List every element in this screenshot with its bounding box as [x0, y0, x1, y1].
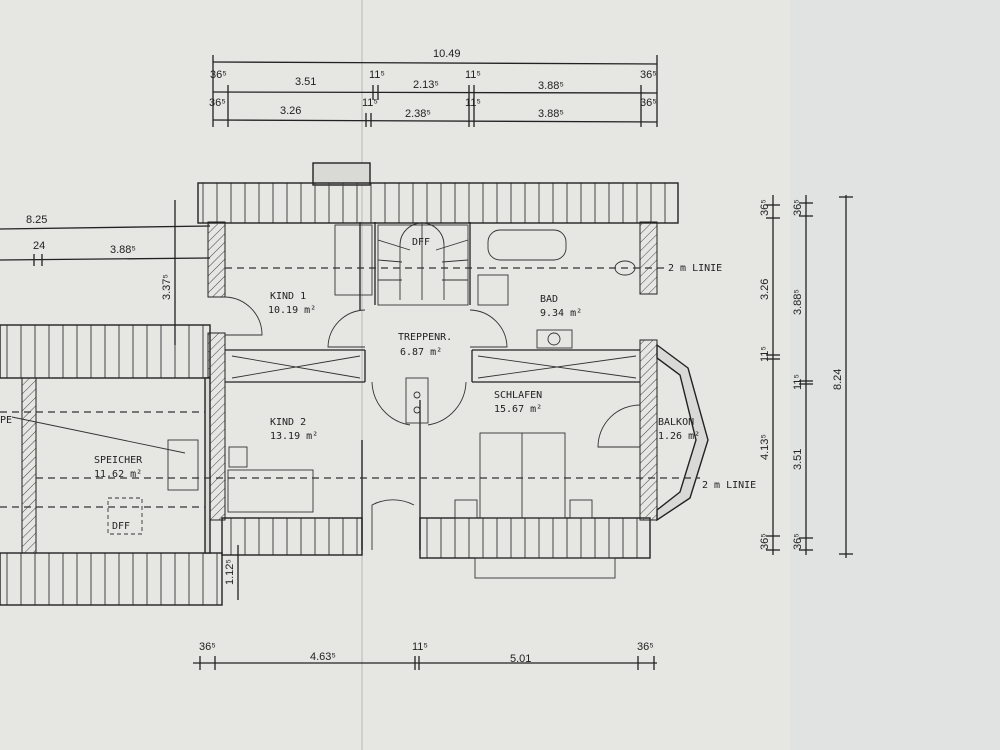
dim-label: 11⁵ — [412, 641, 428, 653]
bottom-dimensions: 36⁵ 4.63⁵ 11⁵ 5.01 36⁵ — [193, 641, 657, 670]
dim-label: 1.12⁵ — [224, 559, 236, 585]
bathtub-icon — [487, 229, 567, 261]
pe-label: PE — [0, 415, 12, 426]
room-area-kind2: 13.19 m² — [270, 431, 318, 442]
doors-and-fixtures — [107, 222, 709, 579]
dim-label: 36⁵ — [640, 69, 657, 81]
dim-label: 11⁵ — [792, 374, 804, 390]
dim-label: 3.26 — [280, 105, 301, 117]
bed-icon — [479, 432, 566, 519]
dim-total-depth: 8.24 — [832, 369, 844, 390]
room-area-kind1: 10.19 m² — [268, 305, 316, 316]
dff-label: DFF — [112, 521, 130, 532]
dim-label: 11⁵ — [465, 97, 481, 109]
dim-label: 36⁵ — [640, 97, 657, 109]
right-dimensions: 36⁵ 3.26 11⁵ 4.13⁵ 36⁵ 36⁵ 3.88⁵ 11⁵ 3.5… — [759, 195, 853, 558]
dim-label: 5.01 — [510, 653, 531, 665]
dim-label: 3.26 — [759, 279, 771, 300]
dim-label: 4.63⁵ — [310, 651, 336, 663]
room-name-bad: BAD — [540, 294, 558, 305]
balcony-rail — [656, 343, 709, 522]
speicher-hatch — [167, 439, 199, 491]
dim-label: 3.37⁵ — [161, 274, 173, 300]
room-name-balkon: BALKON — [658, 417, 694, 428]
dim-total-width: 10.49 — [433, 48, 461, 60]
staircase — [377, 222, 469, 306]
dim-label: 36⁵ — [209, 97, 226, 109]
dim-label: 3.88⁵ — [538, 108, 564, 120]
room-name-kind1: KIND 1 — [270, 291, 306, 302]
dim-label: 36⁵ — [210, 69, 227, 81]
dim-label: 2.13⁵ — [413, 79, 439, 91]
room-name-treppenr: TREPPENR. — [398, 332, 452, 343]
dim-label: 11⁵ — [465, 69, 481, 81]
dim-label: 11⁵ — [362, 97, 378, 109]
room-name-schlafen: SCHLAFEN — [494, 390, 542, 401]
room-area-treppenr: 6.87 m² — [400, 347, 442, 358]
dim-label: 11⁵ — [759, 346, 771, 362]
dim-label: 36⁵ — [199, 641, 216, 653]
room-area-balkon: 1.26 m² — [658, 431, 700, 442]
shower-tray-icon — [477, 274, 509, 306]
dim-label: 3.51 — [295, 76, 316, 88]
room-name-kind2: KIND 2 — [270, 417, 306, 428]
room-area-bad: 9.34 m² — [540, 308, 582, 319]
dim-label: 3.88⁵ — [110, 244, 136, 256]
two-meter-line-label: 2 m LINIE — [702, 480, 756, 491]
dim-label: 36⁵ — [637, 641, 654, 653]
dim-label: 11⁵ — [369, 69, 385, 81]
top-dimensions: 10.49 36⁵ 3.51 11⁵ 2.13⁵ 11⁵ 3.88⁵ 36⁵ 3… — [209, 48, 658, 127]
room-name-speicher: SPEICHER — [94, 455, 143, 466]
room-labels: KIND 1 10.19 m² TREPPENR. 6.87 m² BAD 9.… — [0, 237, 756, 532]
chimney-flue — [405, 377, 429, 424]
dim-label: 3.51 — [792, 449, 804, 470]
dim-label: 3.88⁵ — [792, 289, 804, 315]
room-area-speicher: 11.62 m² — [94, 469, 142, 480]
dff-label: DFF — [412, 237, 430, 248]
leader-line — [11, 416, 186, 454]
dim-label: 2.38⁵ — [405, 108, 431, 120]
paper-shade — [790, 0, 1000, 750]
dim-label: 3.88⁵ — [538, 80, 564, 92]
roof-window — [474, 557, 616, 579]
dim-label: 36⁵ — [759, 533, 771, 550]
dim-label: 24 — [33, 240, 45, 252]
kind2-closet — [227, 469, 314, 513]
dim-label: 36⁵ — [759, 199, 771, 216]
shower — [334, 224, 373, 296]
dim-label: 36⁵ — [792, 533, 804, 550]
two-meter-line-label: 2 m LINIE — [668, 263, 722, 274]
dim-label: 4.13⁵ — [759, 434, 771, 460]
roof-overhang — [0, 162, 679, 606]
room-area-schlafen: 15.67 m² — [494, 404, 542, 415]
dim-label: 8.25 — [26, 214, 47, 226]
sink-icon — [536, 329, 573, 349]
dim-label: 36⁵ — [792, 199, 804, 216]
chimney — [312, 162, 371, 186]
left-dimensions: 8.25 24 3.88⁵ 3.37⁵ 1.12⁵ — [0, 200, 239, 600]
walls — [21, 221, 658, 554]
